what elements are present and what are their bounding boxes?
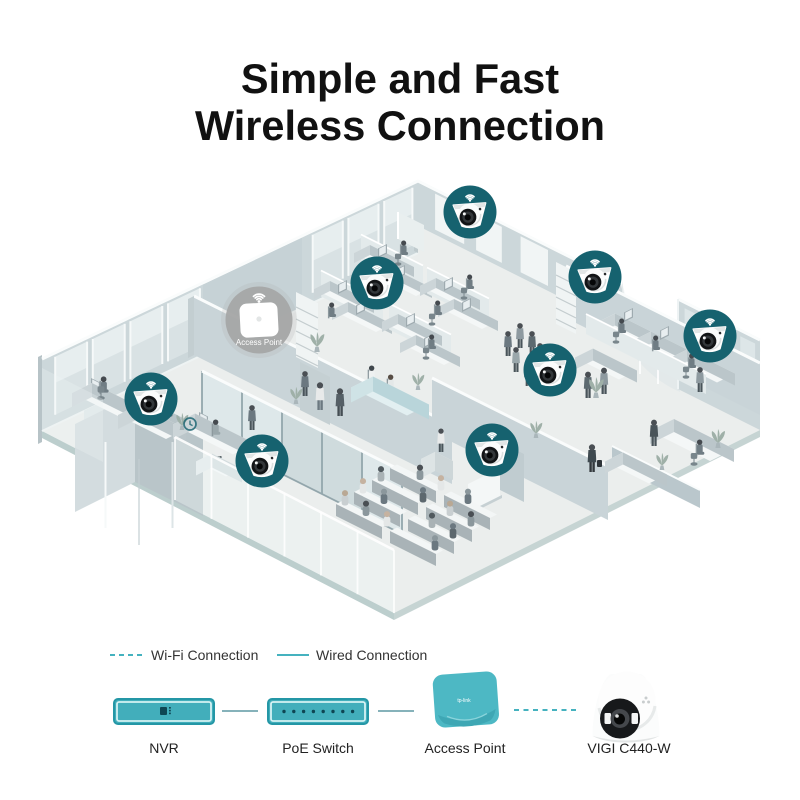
svg-text:Wi-Fi Connection: Wi-Fi Connection — [151, 647, 258, 663]
svg-text:Access Point: Access Point — [236, 338, 283, 347]
svg-text:Simple and Fast: Simple and Fast — [241, 55, 559, 102]
svg-text:tp-link: tp-link — [457, 698, 471, 704]
svg-text:Wired Connection: Wired Connection — [316, 647, 427, 663]
svg-text:VIGI C440-W: VIGI C440-W — [587, 740, 671, 756]
svg-text:NVR: NVR — [149, 740, 179, 756]
svg-text:Wireless Connection: Wireless Connection — [195, 102, 605, 149]
svg-text:Access Point: Access Point — [425, 740, 506, 756]
svg-text:PoE Switch: PoE Switch — [282, 740, 354, 756]
